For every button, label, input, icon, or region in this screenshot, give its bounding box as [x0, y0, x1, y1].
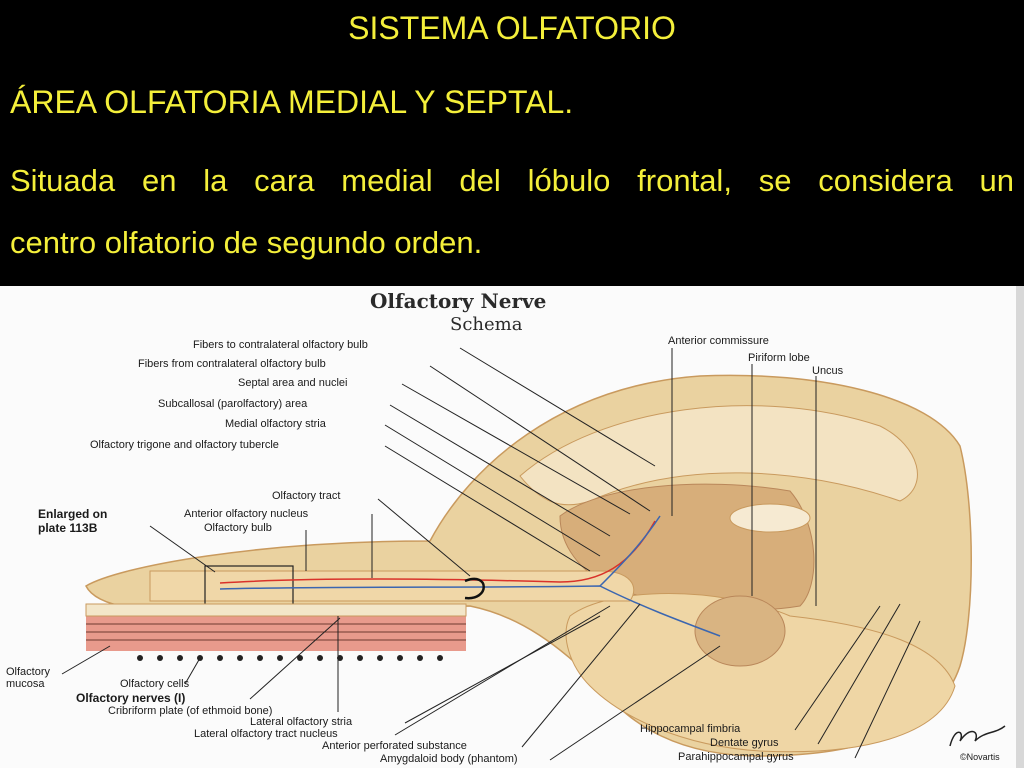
slide-subtitle: ÁREA OLFATORIA MEDIAL Y SEPTAL.	[10, 84, 574, 120]
label-trigone: Olfactory trigone and olfactory tubercle	[90, 439, 279, 451]
diagram-subtitle: Schema	[450, 314, 523, 335]
label-bulb: Olfactory bulb	[204, 522, 272, 534]
slide-title: SISTEMA OLFATORIO	[348, 10, 676, 46]
diagram-svg: Olfactory Nerve Schema Fibers to contral…	[6, 286, 1024, 768]
blue-fibers-septal	[599, 515, 661, 587]
leader-lines	[61, 347, 921, 761]
slide-body: Situada en la cara medial del lóbulo fro…	[10, 150, 1014, 274]
olfactory-tract-shape	[149, 570, 635, 602]
label-lateral-tract-nucleus: Lateral olfactory tract nucleus	[194, 728, 338, 740]
label-fibers-from: Fibers from contralateral olfactory bulb	[138, 358, 326, 370]
label-ant-nucleus: Anterior olfactory nucleus	[184, 508, 309, 520]
olfactory-nerve-diagram: Olfactory Nerve Schema Fibers to contral…	[0, 286, 1024, 768]
label-lateral-stria: Lateral olfactory stria	[250, 716, 353, 728]
mucosa-layer	[86, 616, 466, 651]
signature	[949, 725, 1006, 747]
label-parahippocampal: Parahippocampal gyrus	[678, 751, 794, 763]
olfactory-cells	[137, 655, 443, 661]
label-anterior-commissure: Anterior commissure	[668, 335, 769, 347]
label-enlarged-1: Enlarged on	[38, 507, 107, 521]
label-septal: Septal area and nuclei	[238, 377, 347, 389]
label-mucosa-1: Olfactory	[6, 666, 51, 678]
body-line-1: Situada en la cara medial del lóbulo fro…	[10, 163, 1014, 198]
red-fibers	[219, 520, 656, 584]
blue-fibers	[219, 585, 721, 637]
label-enlarged-2: plate 113B	[38, 521, 98, 535]
mucosa-stripes	[86, 623, 466, 641]
slide-header: SISTEMA OLFATORIO ÁREA OLFATORIA MEDIAL …	[0, 0, 1024, 286]
diagram-title: Olfactory Nerve	[370, 289, 546, 313]
label-amygdaloid: Amygdaloid body (phantom)	[380, 753, 518, 765]
tract-bracket	[464, 577, 485, 600]
label-fimbria: Hippocampal fimbria	[640, 723, 741, 735]
body-line-2: centro olfatorio de segundo orden.	[10, 225, 483, 260]
amygdaloid-shape	[694, 595, 786, 667]
frame-edge	[1016, 286, 1024, 768]
commissure-shape	[729, 503, 811, 533]
label-cells: Olfactory cells	[120, 678, 190, 690]
label-subcallosal: Subcallosal (parolfactory) area	[158, 398, 308, 410]
label-dentate: Dentate gyrus	[710, 737, 779, 749]
label-piriform: Piriform lobe	[748, 352, 810, 364]
cribriform-plate	[85, 603, 467, 617]
label-mucosa-2: mucosa	[6, 678, 45, 690]
label-copyright: ©Novartis	[960, 752, 1000, 762]
label-uncus: Uncus	[812, 365, 844, 377]
label-medial-stria: Medial olfactory stria	[225, 418, 327, 430]
label-cribriform: Cribriform plate (of ethmoid bone)	[108, 705, 272, 717]
label-perforated: Anterior perforated substance	[322, 740, 467, 752]
label-tract: Olfactory tract	[272, 490, 340, 502]
label-nerves: Olfactory nerves (I)	[76, 691, 185, 705]
label-fibers-to: Fibers to contralateral olfactory bulb	[193, 339, 368, 351]
